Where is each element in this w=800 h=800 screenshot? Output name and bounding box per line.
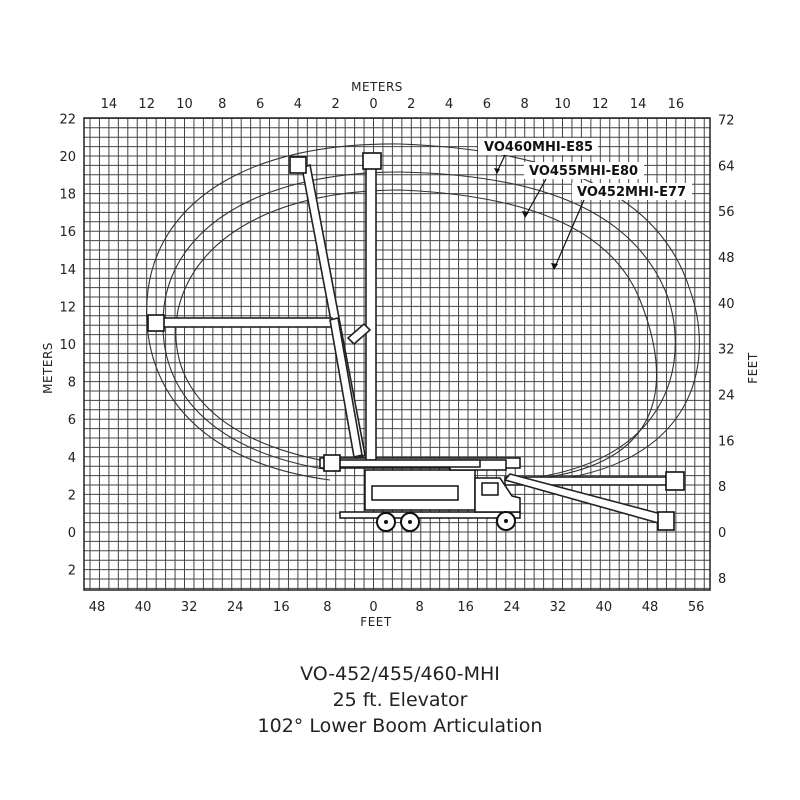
left-tick-label: 2 bbox=[68, 488, 76, 503]
top-tick-label: 10 bbox=[554, 97, 571, 112]
model-label-vo452: VO452MHI-E77 bbox=[551, 183, 692, 270]
bottom-tick-label: 24 bbox=[503, 600, 520, 615]
bottom-tick-label: 48 bbox=[642, 600, 659, 615]
top-tick-label: 14 bbox=[101, 97, 118, 112]
bottom-tick-label: 40 bbox=[135, 600, 152, 615]
right-tick-label: 56 bbox=[718, 205, 735, 220]
right-axis-title: FEET bbox=[746, 352, 760, 384]
top-meter-ticks: 14 12 10 8 6 4 2 0 2 4 6 8 10 12 14 16 bbox=[101, 97, 685, 112]
left-tick-label: 20 bbox=[59, 150, 76, 165]
top-tick-label: 12 bbox=[138, 97, 155, 112]
caption-articulation: 102° Lower Boom Articulation bbox=[257, 715, 543, 737]
top-tick-label: 2 bbox=[332, 97, 340, 112]
svg-text:VO460MHI-E85: VO460MHI-E85 bbox=[484, 140, 593, 155]
model-label-vo460: VO460MHI-E85 bbox=[478, 138, 598, 174]
left-tick-label: 0 bbox=[68, 526, 76, 541]
bottom-tick-label: 40 bbox=[596, 600, 613, 615]
bottom-tick-label: 0 bbox=[369, 600, 377, 615]
right-tick-label: 64 bbox=[718, 159, 735, 174]
bottom-tick-label: 8 bbox=[415, 600, 423, 615]
bottom-tick-label: 24 bbox=[227, 600, 244, 615]
right-tick-label: 8 bbox=[718, 480, 726, 495]
envelope-vo455 bbox=[162, 171, 676, 481]
left-tick-label: 6 bbox=[68, 413, 76, 428]
top-tick-label: 8 bbox=[521, 97, 529, 112]
right-tick-label: 0 bbox=[718, 526, 726, 541]
right-tick-label: 72 bbox=[718, 113, 735, 128]
right-tick-label: 16 bbox=[718, 434, 735, 449]
bottom-tick-label: 8 bbox=[323, 600, 331, 615]
left-tick-label: 10 bbox=[59, 338, 76, 353]
right-tick-label: 8 bbox=[718, 572, 726, 587]
right-tick-label: 24 bbox=[718, 388, 735, 403]
caption-elevator: 25 ft. Elevator bbox=[332, 689, 468, 711]
top-tick-label: 0 bbox=[369, 97, 377, 112]
left-tick-label: 22 bbox=[59, 112, 76, 127]
envelope-vo460 bbox=[146, 143, 700, 484]
top-tick-label: 6 bbox=[256, 97, 264, 112]
bottom-tick-label: 32 bbox=[550, 600, 567, 615]
top-tick-label: 10 bbox=[176, 97, 193, 112]
svg-text:VO455MHI-E80: VO455MHI-E80 bbox=[529, 164, 638, 179]
left-tick-label: 14 bbox=[59, 263, 76, 278]
left-tick-label: 12 bbox=[59, 300, 76, 315]
bottom-tick-label: 16 bbox=[457, 600, 474, 615]
top-axis-title: METERS bbox=[351, 80, 403, 94]
caption-model: VO-452/455/460-MHI bbox=[300, 663, 500, 685]
left-tick-label: 18 bbox=[59, 188, 76, 203]
left-tick-label: 2 bbox=[68, 564, 76, 579]
bottom-tick-label: 48 bbox=[89, 600, 106, 615]
model-label-vo455: VO455MHI-E80 bbox=[522, 162, 644, 218]
left-axis-title: METERS bbox=[41, 342, 55, 394]
plot-frame bbox=[83, 117, 711, 591]
top-tick-label: 14 bbox=[630, 97, 647, 112]
right-feet-ticks: 72 64 56 48 40 32 24 16 8 0 8 bbox=[718, 113, 735, 586]
bottom-axis-title: FEET bbox=[360, 615, 392, 629]
top-tick-label: 12 bbox=[592, 97, 609, 112]
top-tick-label: 2 bbox=[407, 97, 415, 112]
top-tick-label: 16 bbox=[668, 97, 685, 112]
right-tick-label: 48 bbox=[718, 251, 735, 266]
bottom-tick-label: 16 bbox=[273, 600, 290, 615]
envelope-vo452 bbox=[175, 189, 658, 481]
boom-horizontal-right bbox=[504, 471, 685, 491]
boom-lowered-right bbox=[503, 473, 675, 531]
boom-stowed bbox=[323, 454, 481, 472]
svg-text:VO452MHI-E77: VO452MHI-E77 bbox=[577, 185, 686, 200]
top-tick-label: 4 bbox=[445, 97, 453, 112]
bottom-tick-label: 56 bbox=[688, 600, 705, 615]
bottom-tick-label: 32 bbox=[181, 600, 198, 615]
left-tick-label: 8 bbox=[68, 376, 76, 391]
right-tick-label: 32 bbox=[718, 343, 735, 358]
top-tick-label: 4 bbox=[294, 97, 302, 112]
left-tick-label: 16 bbox=[59, 225, 76, 240]
boom-horizontal-left bbox=[147, 314, 372, 458]
top-tick-label: 6 bbox=[483, 97, 491, 112]
right-tick-label: 40 bbox=[718, 297, 735, 312]
top-tick-label: 8 bbox=[218, 97, 226, 112]
left-tick-label: 4 bbox=[68, 451, 76, 466]
bottom-feet-ticks: 48 40 32 24 16 8 0 8 16 24 32 40 48 56 bbox=[89, 600, 705, 615]
